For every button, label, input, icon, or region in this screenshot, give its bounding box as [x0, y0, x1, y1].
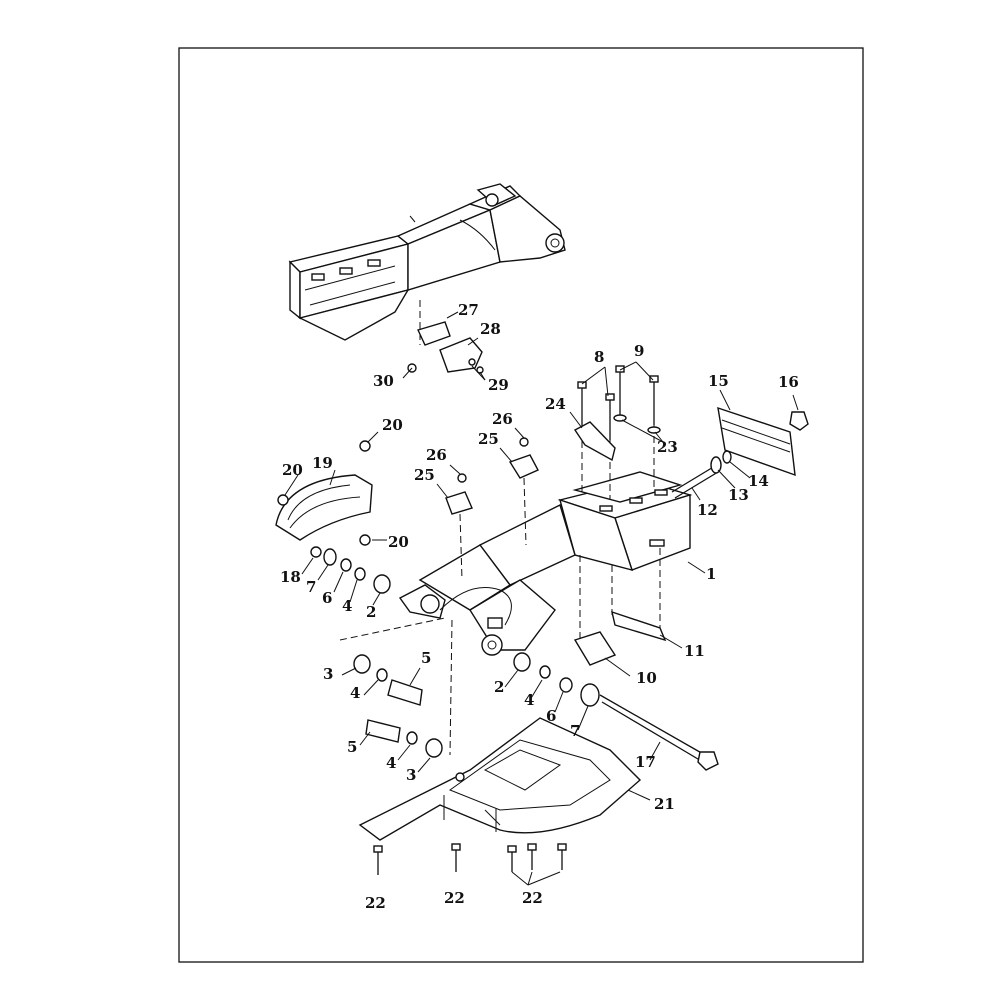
callout-22-left: 22 [365, 894, 386, 912]
callout-22-right: 22 [522, 889, 543, 907]
callout-28: 28 [480, 320, 501, 338]
callout-13: 13 [728, 486, 749, 504]
callout-22-mid: 22 [444, 889, 465, 907]
callout-12: 12 [697, 501, 718, 519]
callout-20-bottom: 20 [388, 533, 409, 551]
clamps-25-26 [436, 427, 539, 581]
callout-24: 24 [545, 395, 566, 413]
callout-25-left: 25 [414, 466, 435, 484]
adjuster-parts-12-16 [671, 389, 809, 501]
callout-26-right: 26 [492, 410, 513, 428]
callout-4-right: 4 [524, 691, 534, 709]
callout-4-lower: 4 [386, 754, 396, 772]
callout-20-top: 20 [382, 416, 403, 434]
callout-20-left: 20 [282, 461, 303, 479]
callout-1: 1 [706, 565, 716, 583]
callout-15: 15 [708, 372, 729, 390]
upper-bushing-stack [301, 546, 446, 641]
callout-2-upper: 2 [366, 603, 376, 621]
swingarm-assembly-view [288, 183, 566, 341]
callout-23: 23 [657, 438, 678, 456]
bracket-parts-27-30 [402, 300, 486, 381]
callout-26-left: 26 [426, 446, 447, 464]
skid-plate-part-21 [358, 717, 651, 841]
callout-14: 14 [748, 472, 769, 490]
callout-19: 19 [312, 454, 333, 472]
lower-bushing-stack [341, 619, 719, 773]
screws-part-22 [373, 843, 567, 886]
callout-5-lower: 5 [347, 738, 357, 756]
callout-30: 30 [373, 372, 394, 390]
callout-4-mid: 4 [350, 684, 360, 702]
callout-10: 10 [636, 669, 657, 687]
callout-18: 18 [280, 568, 301, 586]
callout-21: 21 [654, 795, 675, 813]
callout-27: 27 [458, 301, 479, 319]
callout-4-upper: 4 [342, 597, 352, 615]
bolts-8-9-23-24 [569, 361, 664, 500]
callout-5-upper: 5 [421, 649, 431, 667]
callout-9: 9 [634, 342, 644, 360]
callout-7-upper: 7 [306, 578, 316, 596]
callout-6-lower: 6 [546, 707, 556, 725]
callout-11: 11 [684, 642, 705, 660]
callout-6-upper: 6 [322, 589, 332, 607]
callout-17: 17 [635, 753, 656, 771]
callout-3-upper: 3 [323, 665, 333, 683]
callout-3-lower: 3 [406, 766, 416, 784]
callout-2-lower: 2 [494, 678, 504, 696]
callout-29: 29 [488, 376, 509, 394]
callout-25-right: 25 [478, 430, 499, 448]
diagram-frame [178, 47, 864, 963]
callout-16: 16 [778, 373, 799, 391]
callout-8: 8 [594, 348, 604, 366]
plates-10-11 [573, 548, 706, 677]
callout-7-lower: 7 [570, 722, 580, 740]
chain-guide-18-20 [275, 431, 387, 546]
swingarm-part-1 [398, 471, 693, 656]
